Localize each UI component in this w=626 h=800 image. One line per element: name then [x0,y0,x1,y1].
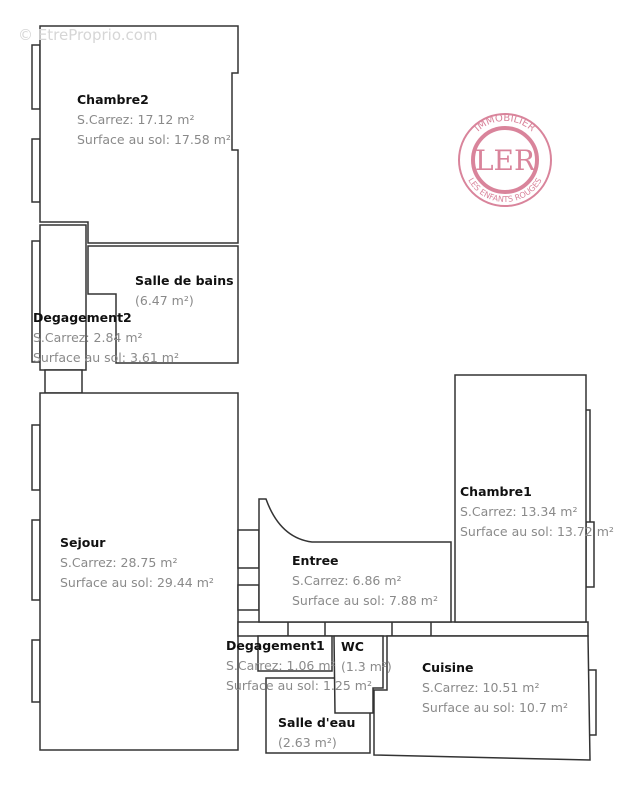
agency-logo: LER IMMOBILIER LES ENFANTS ROUGES [458,113,552,207]
svg-text:Chambre1: Chambre1 [460,484,532,499]
svg-text:WC: WC [341,639,364,654]
svg-text:Surface au sol: 10.7 m²: Surface au sol: 10.7 m² [422,700,568,715]
svg-text:(1.3 m²): (1.3 m²) [341,659,392,674]
svg-text:Chambre2: Chambre2 [77,92,149,107]
svg-text:Degagement2: Degagement2 [33,310,132,325]
room-cuisine [373,635,591,761]
label-chambre1: Chambre1 S.Carrez: 13.34 m² Surface au s… [460,484,614,539]
label-degagement2: Degagement2 S.Carrez: 2.84 m² Surface au… [33,310,179,365]
svg-text:Surface au sol: 7.88 m²: Surface au sol: 7.88 m² [292,593,438,608]
room-chambre1 [454,374,587,623]
svg-text:Degagement1: Degagement1 [226,638,325,653]
room-wc [333,635,384,714]
svg-text:Salle de bains: Salle de bains [135,273,234,288]
svg-text:Surface au sol: 13.72 m²: Surface au sol: 13.72 m² [460,524,614,539]
label-entree: Entree S.Carrez: 6.86 m² Surface au sol:… [292,553,438,608]
svg-text:Cuisine: Cuisine [422,660,473,675]
label-cuisine: Cuisine S.Carrez: 10.51 m² Surface au so… [422,660,568,715]
room-entree [258,498,452,623]
label-wc: WC (1.3 m²) [341,639,392,674]
svg-text:S.Carrez: 2.84 m²: S.Carrez: 2.84 m² [33,330,143,345]
svg-text:S.Carrez: 17.12 m²: S.Carrez: 17.12 m² [77,112,194,127]
passage [44,369,83,394]
logo-monogram: LER [475,144,536,177]
svg-text:Surface au sol: 29.44 m²: Surface au sol: 29.44 m² [60,575,214,590]
room-salle-de-bains [87,245,239,364]
room-degagement2 [39,224,87,371]
svg-text:S.Carrez: 6.86 m²: S.Carrez: 6.86 m² [292,573,402,588]
label-sejour: Sejour S.Carrez: 28.75 m² Surface au sol… [60,535,214,590]
label-salle-de-bains: Salle de bains (6.47 m²) [135,273,234,308]
svg-text:S.Carrez: 13.34 m²: S.Carrez: 13.34 m² [460,504,577,519]
svg-text:Entree: Entree [292,553,339,568]
svg-text:(2.63 m²): (2.63 m²) [278,735,337,750]
label-chambre2: Chambre2 S.Carrez: 17.12 m² Surface au s… [77,92,231,147]
label-salle-deau: Salle d'eau (2.63 m²) [278,715,355,750]
svg-text:Surface au sol: 3.61 m²: Surface au sol: 3.61 m² [33,350,179,365]
svg-text:Surface au sol: 17.58 m²: Surface au sol: 17.58 m² [77,132,231,147]
room-sejour [39,392,239,751]
svg-text:S.Carrez: 10.51 m²: S.Carrez: 10.51 m² [422,680,539,695]
svg-text:IMMOBILIER: IMMOBILIER [473,113,538,134]
watermark: © EtreProprio.com [18,26,158,44]
label-degagement1: Degagement1 S.Carrez: 1.06 m² Surface au… [226,638,372,693]
svg-text:(6.47 m²): (6.47 m²) [135,293,194,308]
svg-text:S.Carrez: 1.06 m²: S.Carrez: 1.06 m² [226,658,336,673]
svg-text:Surface au sol: 1.25 m²: Surface au sol: 1.25 m² [226,678,372,693]
room-chambre2 [39,25,239,244]
room-degagement1 [257,635,333,672]
svg-text:Sejour: Sejour [60,535,106,550]
svg-text:Salle d'eau: Salle d'eau [278,715,355,730]
svg-text:S.Carrez: 28.75 m²: S.Carrez: 28.75 m² [60,555,177,570]
